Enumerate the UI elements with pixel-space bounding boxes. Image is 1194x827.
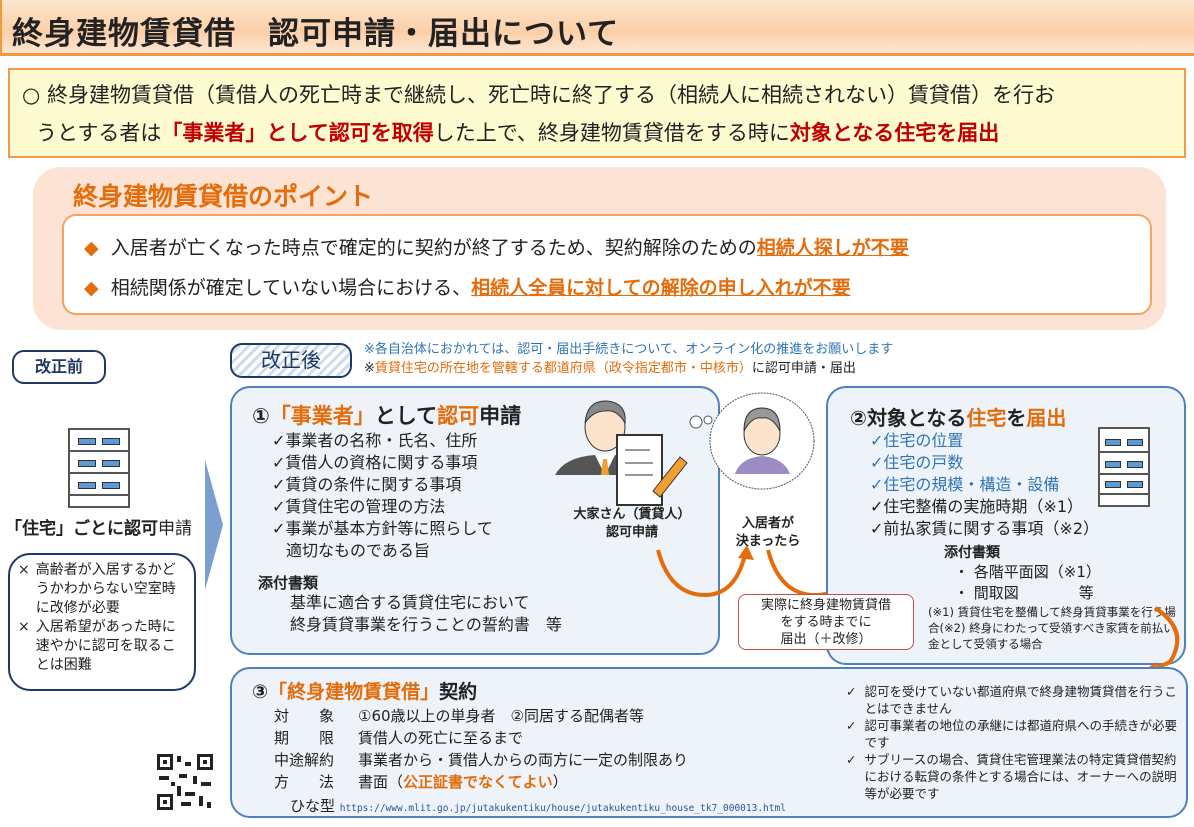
attach-docs: ・ 各階平面図（※1）・ 間取図 等 [954, 563, 1101, 602]
point-text: 相続関係が確定していない場合における、 [110, 277, 472, 299]
note-item: ✓サブリースの場合、賃貸住宅管理業法の特定賃貸借契約における転貸の条件とする場合… [846, 752, 1177, 801]
point-emph: 相続人探しが不要 [756, 237, 909, 259]
caption-text: 認可 [124, 519, 158, 539]
intro-text: うとする者は [36, 121, 162, 145]
issue-item: ×入居希望があった時に速やかに認可を取ることは困難 [18, 619, 176, 673]
timing-note: 実際に終身建物賃貸借をする時までに届出（＋改修） [738, 594, 914, 650]
intro-text: した上で、終身建物賃貸借をする時に [433, 121, 790, 145]
point-item: ◆ 入居者が亡くなった時点で確定的に契約が終了するため、契約解除のための相続人探… [84, 228, 1130, 268]
step2-title: ②対象となる住宅を届出 [850, 406, 1067, 430]
points-panel: 終身建物賃貸借のポイント ◆ 入居者が亡くなった時点で確定的に契約が終了するため… [33, 167, 1166, 330]
intro-line1: 終身建物賃貸借（賃借人の死亡時まで継続し、死亡時に終了する（相続人に相続されない… [47, 83, 1056, 107]
intro-emph: 「事業者」として認可を取得 [161, 121, 434, 145]
step1-box: ①「事業者」として認可申請 ✓事業者の名称・氏名、住所 ✓賃借人の資格に関する事… [230, 386, 720, 655]
step3-notes: ✓認可を受けていない都道府県で終身建物賃貸借を行うことはできません ✓認可事業者… [846, 683, 1182, 802]
tenant-thought-bubble [689, 392, 815, 490]
note-item: ✓認可を受けていない都道府県で終身建物賃貸借を行うことはできません [846, 684, 1177, 716]
after-notes: ※各自治体におかれては、認可・届出手続きについて、オンライン化の推進をお願いしま… [364, 342, 894, 376]
page-title: 終身建物賃貸借 認可申請・届出について [0, 0, 1194, 56]
before-caption: 「住宅」ごとに認可申請 [5, 514, 192, 539]
after-label: 改正後 [230, 343, 352, 378]
diamond-icon: ◆ [84, 277, 99, 299]
step3-title: ③「終身建物賃貸借」契約 [252, 681, 478, 703]
term-row: 中途解約事業者から・賃借人からの両方に一定の制限あり [274, 751, 689, 769]
tenant-caption: 入居者が決まったら [735, 516, 801, 549]
attach-label: 添付書類 [258, 574, 319, 592]
note-emph: 賃貸住宅の所在地を管轄する都道府県（政令指定都市・中核市） [374, 361, 752, 376]
landlord-illustration [555, 400, 688, 506]
building-icon [1098, 427, 1150, 507]
issue-item: ×高齢者が入居するかどうかわからない空室時に改修が必要 [18, 562, 176, 616]
template-row: ひな型 https://www.mlit.go.jp/jutakukentiku… [290, 795, 786, 816]
intro-box: ○ 終身建物賃貸借（賃借人の死亡時まで継続し、死亡時に終了する（相続人に相続され… [8, 68, 1186, 158]
template-label: ひな型 [290, 797, 336, 815]
building-icon [68, 428, 130, 508]
note-online: ※各自治体におかれては、認可・届出手続きについて、オンライン化の推進をお願いしま… [364, 342, 894, 357]
step2-items: ✓住宅の位置 ✓住宅の戸数 ✓住宅の規模・構造・設備 ✓住宅整備の実施時期（※1… [870, 431, 1099, 538]
intro-emph: 対象となる住宅を届出 [789, 121, 1000, 145]
diamond-icon: ◆ [84, 237, 99, 259]
before-label: 改正前 [12, 350, 106, 384]
term-row: 方 法書面（公正証書でなくてよい） [274, 773, 568, 791]
bullet: ○ [22, 83, 41, 107]
attach-label: 添付書類 [944, 545, 1000, 561]
issues-bubble: ×高齢者が入居するかどうかわからない空室時に改修が必要 ×入居希望があった時に速… [8, 553, 196, 691]
attach-docs: 基準に適合する賃貸住宅において終身賃貸事業を行うことの誓約書 等 [290, 593, 562, 634]
points-list: ◆ 入居者が亡くなった時点で確定的に契約が終了するため、契約解除のための相続人探… [62, 214, 1152, 315]
term-row: 期 限賃借人の死亡に至るまで [274, 729, 524, 747]
chevron-right-icon [205, 460, 223, 590]
caption-text: 申請 [158, 519, 192, 539]
caption-text: 「住宅」ごとに [5, 519, 124, 539]
template-link[interactable]: https://www.mlit.go.jp/jutakukentiku/hou… [339, 803, 786, 814]
footnote: (※1) 賃貸住宅を整備して終身賃貸事業を行う場合(※2) 終身にわたって受領す… [928, 605, 1176, 651]
step1-items: ✓事業者の名称・氏名、住所 ✓賃借人の資格に関する事項 ✓賃貸の条件に関する事項… [272, 431, 493, 560]
point-item: ◆ 相続関係が確定していない場合における、相続人全員に対しての解除の申し入れが不… [84, 268, 1130, 308]
qr-code[interactable] [155, 752, 215, 812]
points-heading: 終身建物賃貸借のポイント [73, 182, 374, 211]
landlord-caption: 大家さん（賃貸人）認可申請 [573, 507, 691, 540]
note-item: ✓認可事業者の地位の承継には都道府県への手続きが必要です [846, 718, 1177, 750]
point-emph: 相続人全員に対しての解除の申し入れが不要 [471, 277, 851, 299]
point-text: 入居者が亡くなった時点で確定的に契約が終了するため、契約解除のための [110, 237, 757, 259]
step1-title: ①「事業者」として認可申請 [252, 404, 522, 428]
